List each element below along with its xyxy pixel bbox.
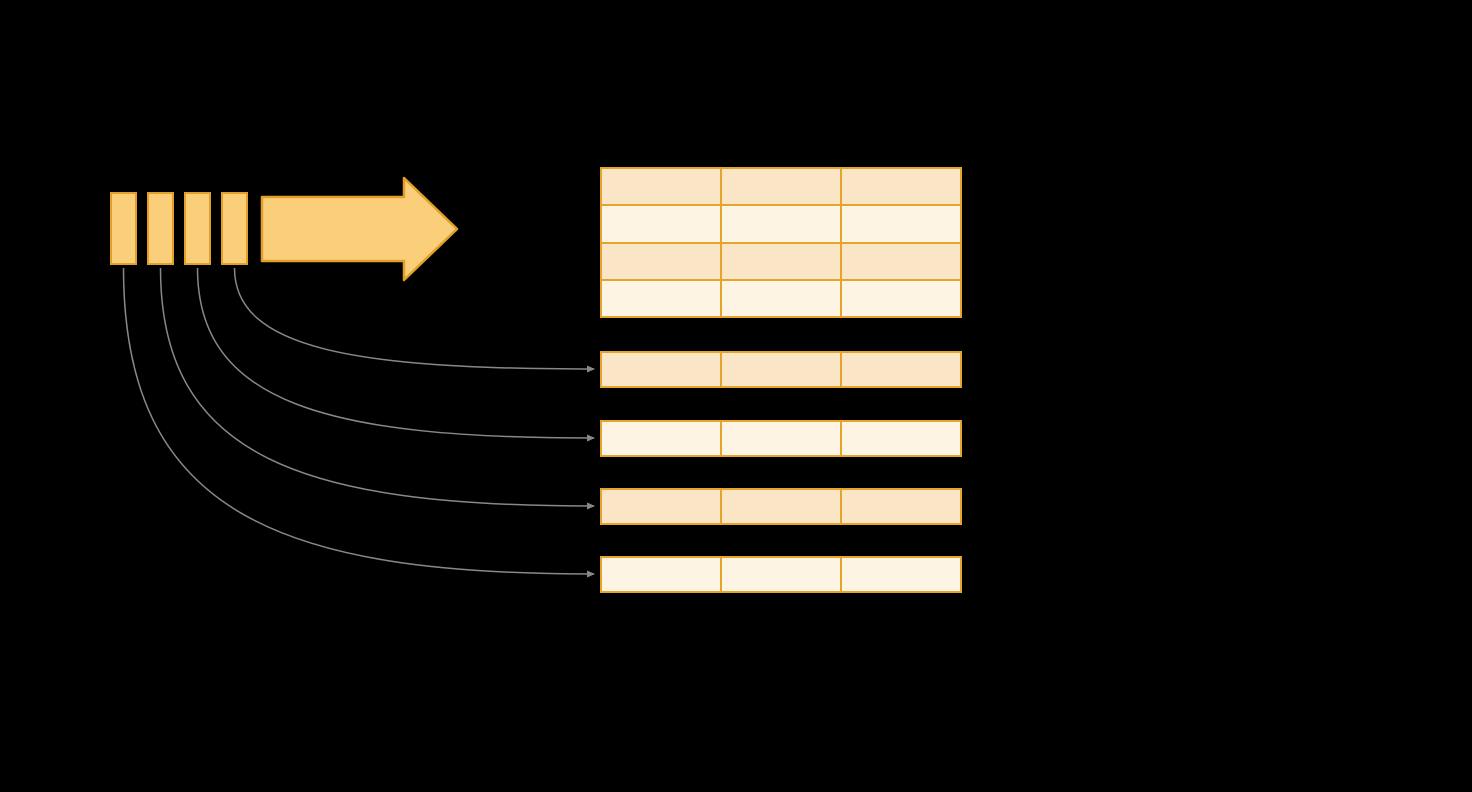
row-table-4 [600, 556, 962, 593]
row-table-cell [602, 490, 720, 523]
row-table-cell [722, 558, 840, 591]
row-table-3 [600, 488, 962, 525]
row-table-cell [602, 422, 720, 455]
grid-table-cell [602, 169, 720, 205]
batch-bar-icon [110, 192, 137, 265]
row-table-cell [722, 353, 840, 386]
row-table-cell [602, 558, 720, 591]
grid-table [600, 167, 962, 318]
row-table-cell [722, 422, 840, 455]
connector-group [122, 267, 595, 578]
grid-table-cell [722, 169, 840, 205]
grid-table-cell [842, 280, 960, 316]
connector-arrow [159, 267, 595, 510]
batch-bar-icon [221, 192, 248, 265]
row-table-cell [842, 353, 960, 386]
grid-table-cell [602, 206, 720, 242]
grid-table-cell [602, 280, 720, 316]
row-table-2 [600, 420, 962, 457]
row-table-cell [842, 422, 960, 455]
row-table-cell [722, 490, 840, 523]
flow-arrow-icon [260, 176, 459, 282]
connector-arrow [233, 267, 595, 373]
batch-bar-icon [147, 192, 174, 265]
grid-table-cell [842, 243, 960, 279]
connector-arrow [122, 267, 595, 578]
grid-table-cell [722, 243, 840, 279]
connector-arrow [196, 267, 595, 442]
row-table-cell [842, 490, 960, 523]
batch-bar-icon [184, 192, 211, 265]
row-table-cell [842, 558, 960, 591]
grid-table-cell [722, 206, 840, 242]
grid-table-cell [842, 169, 960, 205]
row-table-cell [602, 353, 720, 386]
row-table-1 [600, 351, 962, 388]
grid-table-cell [722, 280, 840, 316]
grid-table-cell [842, 206, 960, 242]
grid-table-cell [602, 243, 720, 279]
